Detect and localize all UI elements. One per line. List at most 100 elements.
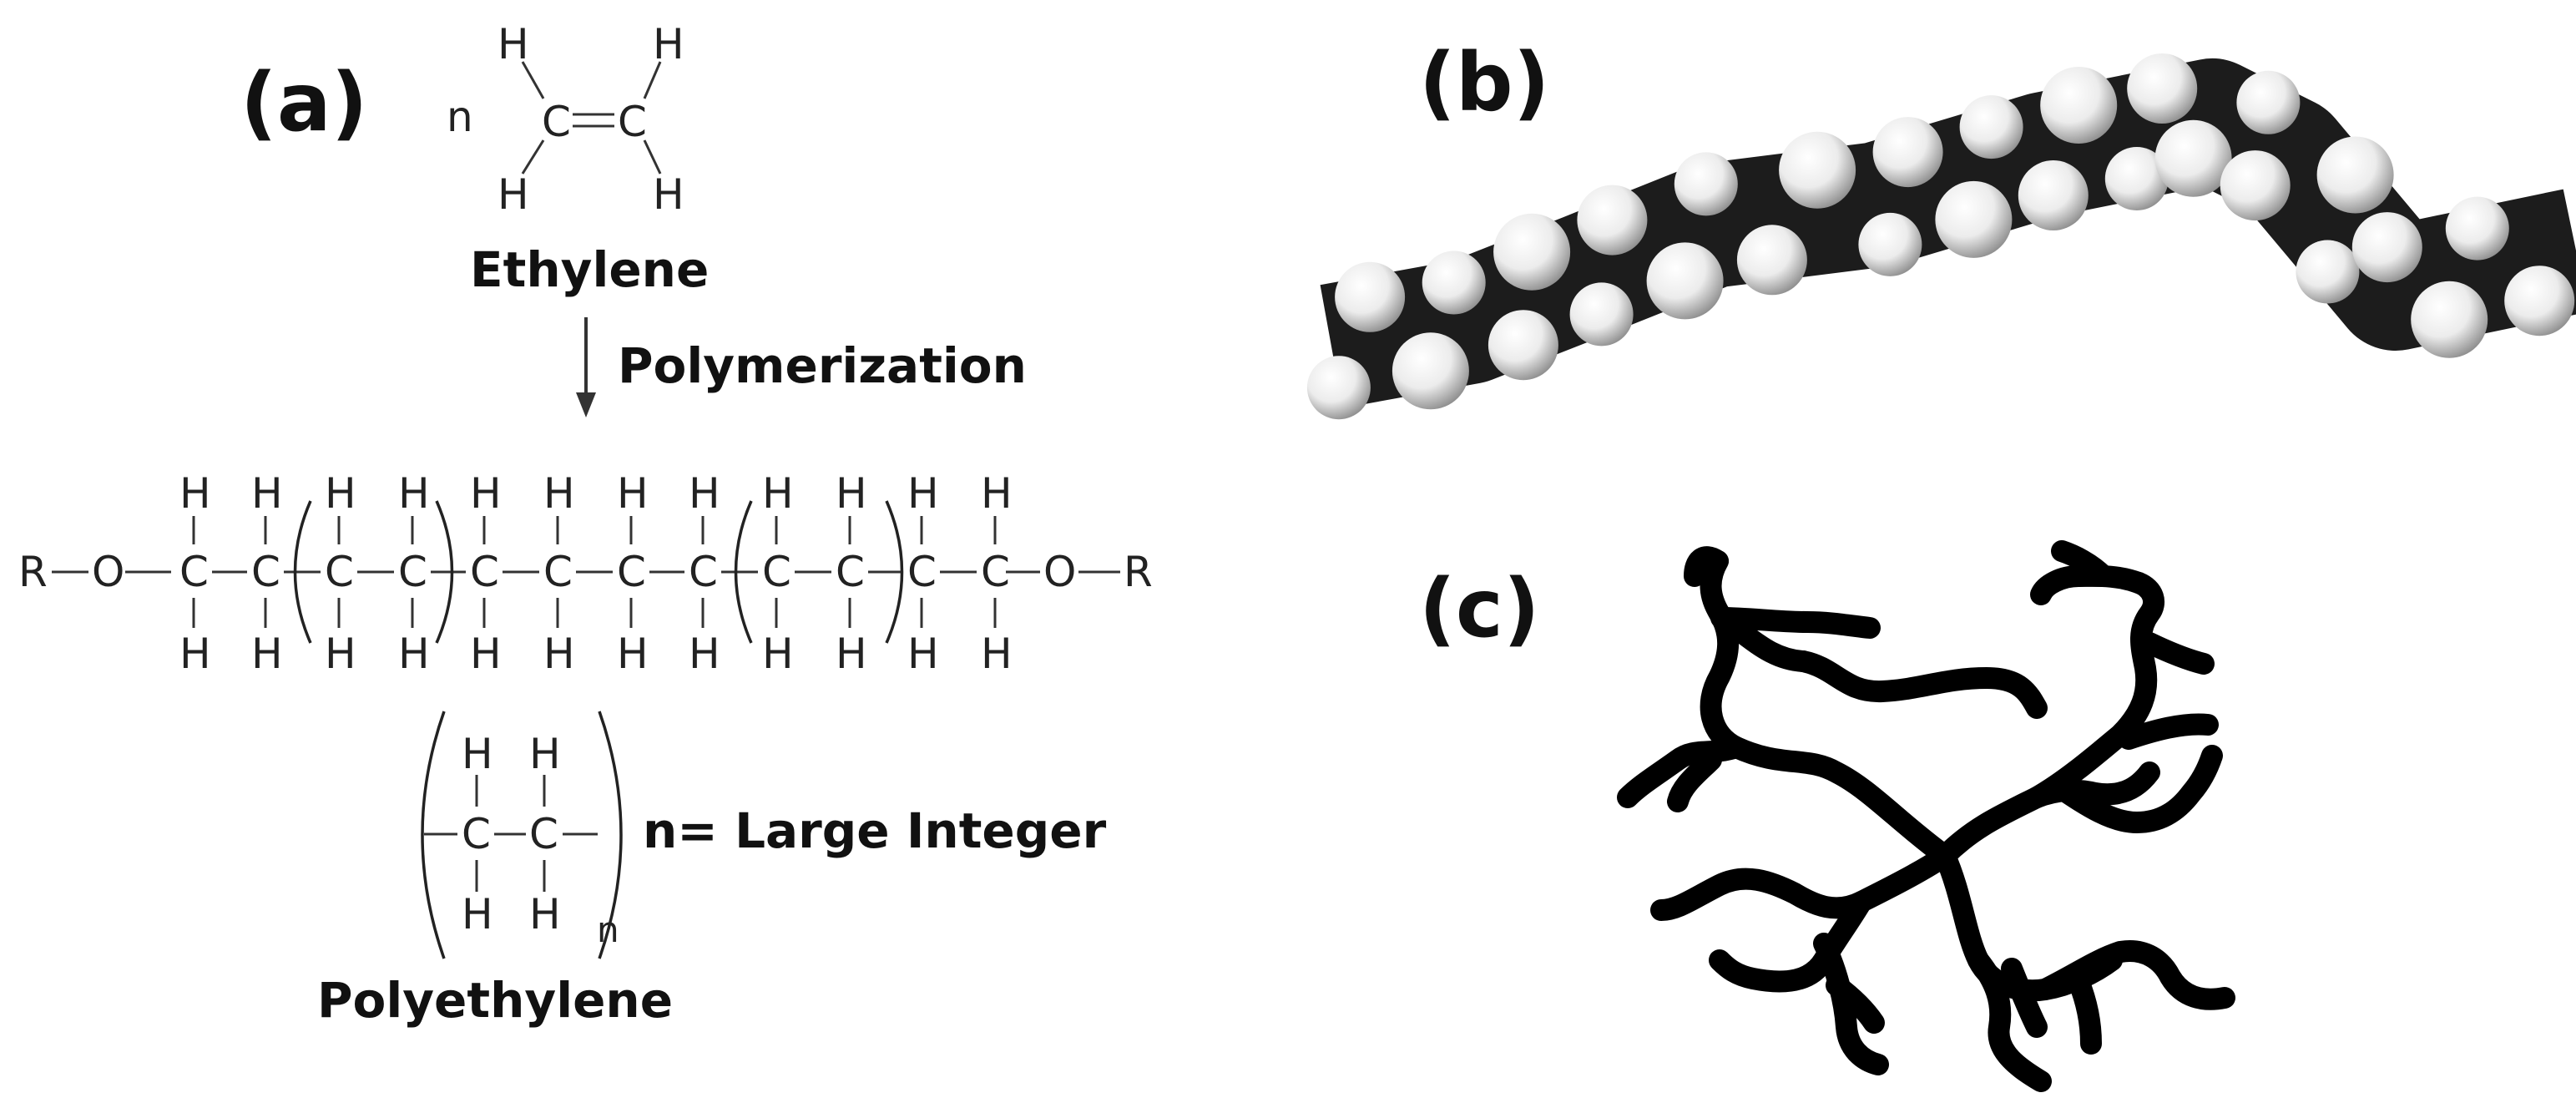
chain-carbon: C xyxy=(981,548,1010,596)
monomer-name: Ethylene xyxy=(470,241,709,298)
hydrogen-atoms xyxy=(1306,53,2575,420)
chain-hydrogen-bottom: H xyxy=(981,630,1013,678)
ethylene-hydrogen-br: H xyxy=(653,170,684,219)
hydrogen-sphere xyxy=(2296,240,2360,304)
chain-oxygen-right: O xyxy=(1043,548,1076,596)
ethylene-bond-br xyxy=(643,139,662,175)
chain-hydrogen-top: H xyxy=(543,469,575,518)
chain-carbon: C xyxy=(179,548,209,596)
chain-hydrogen-bottom: H xyxy=(617,630,649,678)
chain-oxygen-left: O xyxy=(92,548,124,596)
panel-c: (c) xyxy=(1419,540,2235,1092)
chain-hydrogen-top: H xyxy=(325,469,356,518)
ethylene-bond-tl xyxy=(521,61,545,99)
chain-hydrogen-top: H xyxy=(836,469,867,518)
hydrogen-sphere xyxy=(1935,180,2013,258)
hydrogen-sphere xyxy=(2220,150,2291,221)
chain-hydrogen-top: H xyxy=(689,469,720,518)
hydrogen-sphere xyxy=(1736,225,1807,296)
panel-a-label: (a) xyxy=(240,56,368,149)
ethylene-bond-tr xyxy=(643,61,662,99)
hydrogen-sphere xyxy=(2236,70,2301,134)
chain-carbon: C xyxy=(689,548,718,596)
chain-carbon: C xyxy=(907,548,937,596)
chain-hydrogen-bottom: H xyxy=(179,630,211,678)
hydrogen-sphere xyxy=(1422,250,1486,315)
ethylene-hydrogen-tl: H xyxy=(498,20,529,68)
chain-hydrogen-bottom: H xyxy=(398,630,430,678)
repeat-hydrogen-t1: H xyxy=(462,730,493,778)
repeat-note: n= Large Integer xyxy=(643,802,1107,859)
hydrogen-sphere xyxy=(2040,67,2118,144)
hydrogen-sphere xyxy=(1493,213,1571,291)
monomer-coefficient: n xyxy=(447,93,473,141)
repeat-subscript: n xyxy=(597,909,619,950)
chain-hydrogen-bottom: H xyxy=(907,630,939,678)
hydrogen-sphere xyxy=(2411,281,2488,358)
hydrogen-sphere xyxy=(1959,95,2023,159)
hydrogen-sphere xyxy=(1335,261,1406,332)
ethylene-bond-bl xyxy=(521,139,545,175)
chain-hydrogen-bottom: H xyxy=(251,630,283,678)
hydrogen-sphere xyxy=(2104,147,2169,210)
chain-hydrogen-bottom: H xyxy=(543,630,575,678)
chain-carbon: C xyxy=(470,548,499,596)
chain-end-right: R xyxy=(1124,548,1153,596)
chain-carbon: C xyxy=(398,548,427,596)
chain-carbon: C xyxy=(543,548,573,596)
chain-hydrogen-top: H xyxy=(981,469,1013,518)
chain-hydrogen-bottom: H xyxy=(689,630,720,678)
repeat-hydrogen-b1: H xyxy=(462,890,493,939)
hydrogen-sphere xyxy=(2445,196,2509,261)
ethylene-hydrogen-tr: H xyxy=(653,20,684,68)
repeat-paren-2-left xyxy=(734,500,753,644)
chain-carbon: C xyxy=(617,548,646,596)
repeat-paren-1-left xyxy=(293,500,312,644)
polymer-name: Polyethylene xyxy=(317,972,673,1029)
space-filling-model xyxy=(1306,53,2576,420)
chain-hydrogen-bottom: H xyxy=(325,630,356,678)
chain-hydrogen-bottom: H xyxy=(762,630,794,678)
chain-hydrogen-bottom: H xyxy=(470,630,502,678)
hydrogen-sphere xyxy=(2127,53,2198,124)
reaction-label: Polymerization xyxy=(618,337,1027,394)
chain-hydrogen-top: H xyxy=(617,469,649,518)
chain-carbon: C xyxy=(836,548,865,596)
repeat-carbon-2: C xyxy=(529,810,558,858)
branched-polymer-sketch xyxy=(1617,540,2235,1092)
chain-carbon: C xyxy=(251,548,280,596)
ethylene-carbon-1: C xyxy=(542,98,571,146)
chain-carbon: C xyxy=(325,548,354,596)
repeat-hydrogen-t2: H xyxy=(529,730,561,778)
hydrogen-sphere xyxy=(1646,242,1724,320)
repeat-unit-paren-left xyxy=(421,711,446,959)
polymer-chain-structure: R O O R CHHCHHCHHCHHCHHCHHCHHCHHCHHCHHCH… xyxy=(18,469,1153,678)
hydrogen-sphere xyxy=(2316,136,2394,214)
panel-c-label: (c) xyxy=(1419,562,1540,655)
hydrogen-sphere xyxy=(2018,160,2089,230)
repeat-paren-2-right xyxy=(885,500,904,644)
hydrogen-sphere xyxy=(1488,310,1558,381)
reaction-arrow xyxy=(576,317,596,417)
hydrogen-sphere xyxy=(1674,152,1738,216)
chain-hydrogen-top: H xyxy=(398,469,430,518)
repeat-carbon-1: C xyxy=(462,810,491,858)
chain-hydrogen-top: H xyxy=(470,469,502,518)
chain-hydrogen-top: H xyxy=(251,469,283,518)
hydrogen-sphere xyxy=(1779,131,1856,209)
repeat-hydrogen-b2: H xyxy=(529,890,561,939)
hydrogen-sphere xyxy=(1569,282,1634,347)
hydrogen-sphere xyxy=(1306,356,1371,420)
hydrogen-sphere xyxy=(2504,266,2575,336)
hydrogen-sphere xyxy=(1858,212,1922,276)
hydrogen-sphere xyxy=(2154,119,2232,197)
ethylene-hydrogen-bl: H xyxy=(498,170,529,219)
repeat-paren-1-right xyxy=(435,500,454,644)
chain-hydrogen-bottom: H xyxy=(836,630,867,678)
ethylene-carbon-2: C xyxy=(618,98,647,146)
panel-a: (a) n C C H H H H Ethylene Polymerizatio… xyxy=(18,20,1153,1029)
hydrogen-sphere xyxy=(1392,332,1469,410)
hydrogen-sphere xyxy=(1872,117,1943,188)
